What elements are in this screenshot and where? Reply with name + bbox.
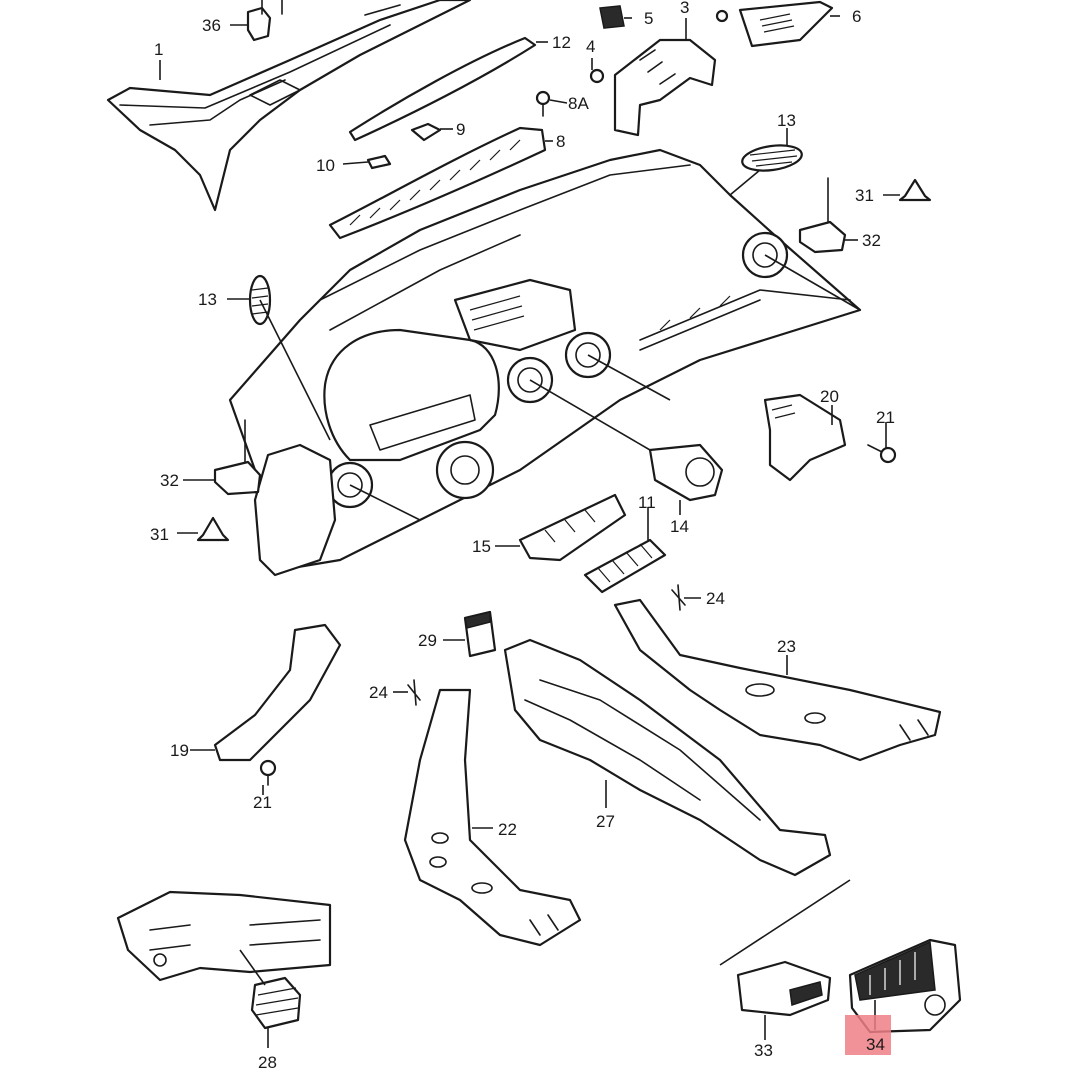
part-28-grille <box>250 976 302 1030</box>
part-34-vent-module <box>848 938 962 1034</box>
part-12-trim-strip <box>348 36 537 142</box>
label-32-left: 32 <box>160 471 179 490</box>
part-10-clip <box>366 154 392 170</box>
label-21-right: 21 <box>876 408 895 427</box>
part-20-side-duct <box>763 393 847 482</box>
part-27-center-duct <box>503 638 832 877</box>
label-8a: 8A <box>568 94 589 113</box>
label-3: 3 <box>680 0 689 17</box>
label-29: 29 <box>418 631 437 650</box>
label-34: 34 <box>866 1035 885 1054</box>
label-23: 23 <box>777 637 796 656</box>
label-14: 14 <box>670 517 689 536</box>
part-28-body-section <box>116 890 332 982</box>
label-12: 12 <box>552 33 571 52</box>
leader-lines <box>159 15 900 1048</box>
part-23-duct <box>613 598 942 762</box>
part-5-clip <box>599 5 625 29</box>
part-36-clip <box>246 0 283 42</box>
label-11: 11 <box>638 493 656 512</box>
label-6: 6 <box>852 7 861 26</box>
label-33: 33 <box>754 1041 773 1060</box>
part-6-vent <box>715 0 834 48</box>
part-29-foam-block <box>463 610 497 658</box>
label-10: 10 <box>316 156 335 175</box>
part-14-vent <box>648 443 724 502</box>
label-5: 5 <box>644 9 653 28</box>
label-22: 22 <box>498 820 517 839</box>
label-15: 15 <box>472 537 491 556</box>
label-24-right: 24 <box>706 589 725 608</box>
part-15-tray <box>518 493 627 562</box>
part-22-floor-duct <box>403 688 582 947</box>
part-31-left-clip <box>196 516 230 542</box>
part-11-grille <box>583 538 667 594</box>
label-19: 19 <box>170 741 189 760</box>
part-21-right-screw <box>867 444 897 464</box>
label-1: 1 <box>154 40 163 59</box>
label-27: 27 <box>596 812 615 831</box>
label-9: 9 <box>456 120 465 139</box>
dashboard-left-end-cover <box>253 443 337 577</box>
label-4: 4 <box>586 37 595 56</box>
label-36: 36 <box>202 16 221 35</box>
part-8a-screw <box>535 90 551 117</box>
part-3-bracket <box>589 38 717 137</box>
label-32-right: 32 <box>862 231 881 250</box>
label-31-left: 31 <box>150 525 169 544</box>
part-31-right-clip <box>898 178 932 202</box>
label-28: 28 <box>258 1053 277 1072</box>
part-13-right-grille <box>741 144 803 172</box>
part-9-clip <box>410 122 442 142</box>
part-21-left-screw <box>259 759 277 786</box>
part-8-instrument-cover <box>328 126 547 240</box>
part-34-highlight <box>845 1015 891 1055</box>
part-32-left-sensor <box>213 419 262 496</box>
part-1-cowl-trim <box>106 0 472 212</box>
label-13-right: 13 <box>777 111 796 130</box>
label-20: 20 <box>820 387 839 406</box>
part-24-right-clip <box>671 584 686 611</box>
label-8: 8 <box>556 132 565 151</box>
label-21-left: 21 <box>253 793 272 812</box>
callout-labels: 1 36 12 4 5 3 6 8A 9 8 10 13 31 32 13 32… <box>150 0 895 1072</box>
part-32-right-sensor <box>798 177 847 254</box>
part-33-duct-outlet <box>736 960 832 1017</box>
label-31-right: 31 <box>855 186 874 205</box>
part-19-left-duct <box>213 623 342 762</box>
part-24-left-clip <box>407 679 421 706</box>
label-24-left: 24 <box>369 683 388 702</box>
label-13-left: 13 <box>198 290 217 309</box>
